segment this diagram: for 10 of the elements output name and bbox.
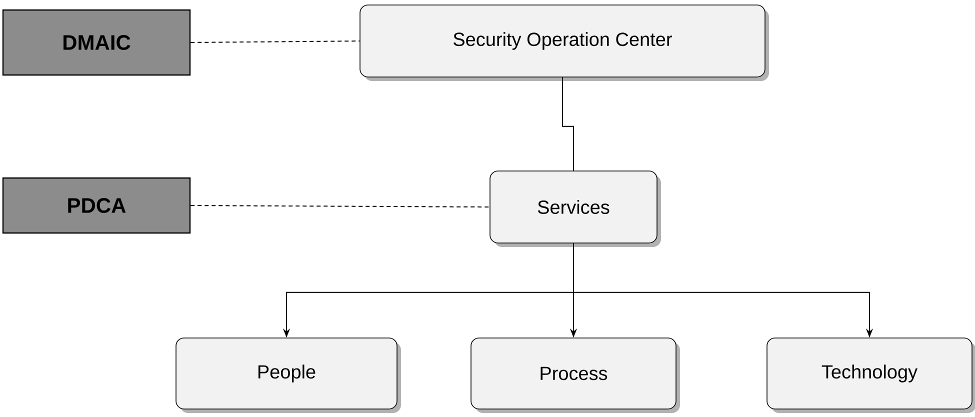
connector — [190, 40, 360, 43]
tag-box: DMAIC — [2, 9, 191, 76]
connector — [190, 205, 490, 208]
process-box: Process — [470, 338, 680, 413]
process-box: Security Operation Center — [360, 4, 769, 81]
process-box: Technology — [766, 338, 975, 413]
process-box: People — [176, 338, 401, 413]
connector — [562, 76, 574, 172]
tag-box: PDCA — [2, 177, 191, 234]
process-box: Services — [490, 170, 661, 247]
